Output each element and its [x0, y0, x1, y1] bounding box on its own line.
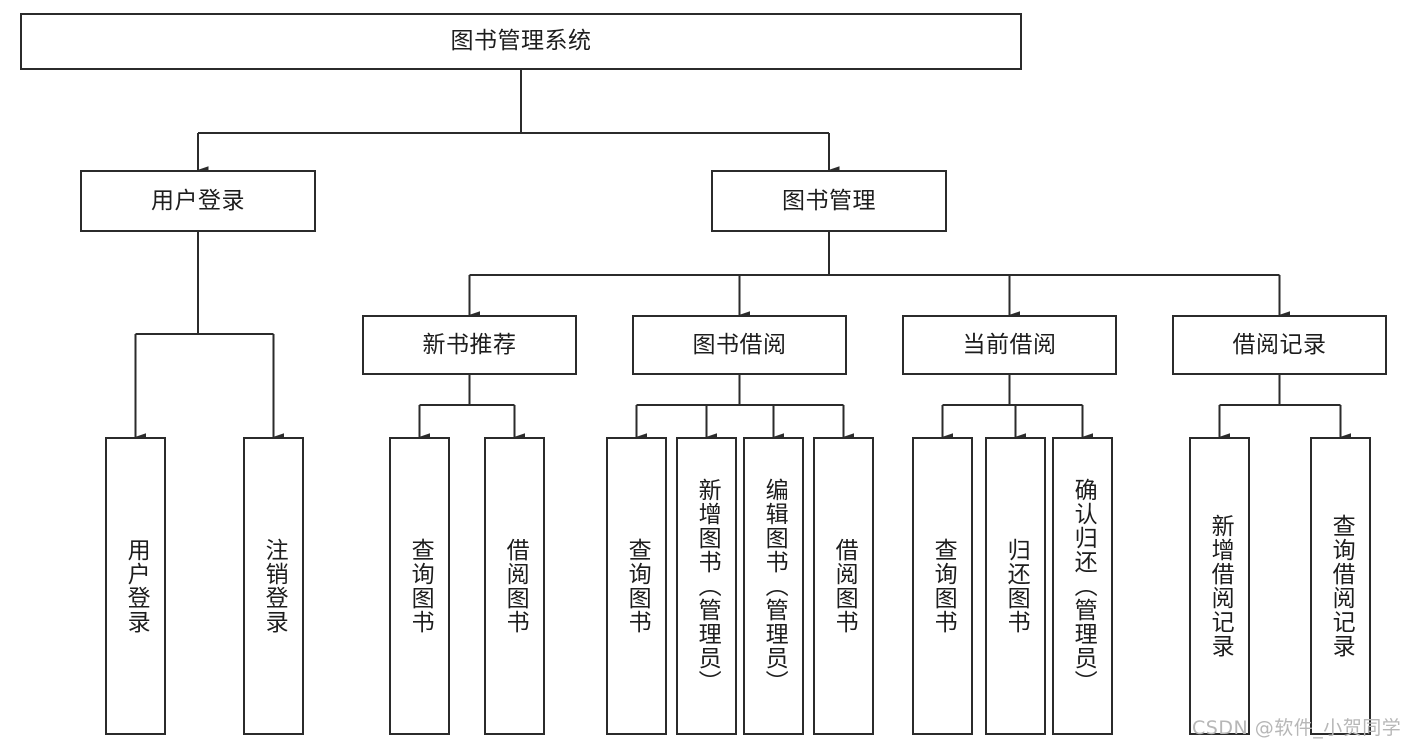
node-leaf-logout: 注销登录 — [243, 437, 304, 735]
node-label-new-book-rec: 新书推荐 — [422, 331, 517, 358]
node-label-leaf-borrow-book-rec: 借阅图书 — [502, 538, 529, 634]
node-leaf-query-record: 查询借阅记录 — [1310, 437, 1371, 735]
node-label-leaf-query-book-c: 查询图书 — [930, 538, 957, 634]
node-current-borrow: 当前借阅 — [902, 315, 1117, 375]
node-label-leaf-confirm-return: 确认归还（管理员） — [1070, 478, 1097, 694]
node-new-book-rec: 新书推荐 — [362, 315, 577, 375]
node-label-leaf-logout: 注销登录 — [261, 538, 288, 634]
node-book-manage: 图书管理 — [711, 170, 947, 232]
node-label-leaf-query-book-b: 查询图书 — [624, 538, 651, 634]
node-leaf-return-book: 归还图书 — [985, 437, 1046, 735]
node-leaf-user-login: 用户登录 — [105, 437, 166, 735]
node-leaf-confirm-return: 确认归还（管理员） — [1052, 437, 1113, 735]
node-label-book-manage: 图书管理 — [782, 187, 876, 214]
node-leaf-borrow-book-b: 借阅图书 — [813, 437, 874, 735]
node-leaf-add-record: 新增借阅记录 — [1189, 437, 1250, 735]
node-label-book-borrow: 图书借阅 — [692, 331, 787, 358]
node-label-current-borrow: 当前借阅 — [962, 331, 1057, 358]
node-leaf-query-book-rec: 查询图书 — [389, 437, 450, 735]
node-label-borrow-record: 借阅记录 — [1232, 331, 1327, 358]
node-leaf-query-book-c: 查询图书 — [912, 437, 973, 735]
node-label-leaf-edit-book: 编辑图书（管理员） — [761, 478, 788, 694]
node-label-leaf-add-record: 新增借阅记录 — [1207, 514, 1234, 658]
node-label-leaf-user-login: 用户登录 — [123, 538, 150, 634]
node-borrow-record: 借阅记录 — [1172, 315, 1387, 375]
node-leaf-borrow-book-rec: 借阅图书 — [484, 437, 545, 735]
node-book-borrow: 图书借阅 — [632, 315, 847, 375]
node-label-leaf-return-book: 归还图书 — [1003, 538, 1030, 634]
node-leaf-add-book: 新增图书（管理员） — [676, 437, 737, 735]
node-leaf-query-book-b: 查询图书 — [606, 437, 667, 735]
node-label-leaf-query-record: 查询借阅记录 — [1328, 514, 1355, 658]
node-label-leaf-query-book-rec: 查询图书 — [407, 538, 434, 634]
node-label-root: 图书管理系统 — [450, 28, 592, 55]
node-label-leaf-add-book: 新增图书（管理员） — [694, 478, 721, 694]
node-user-login: 用户登录 — [80, 170, 316, 232]
node-leaf-edit-book: 编辑图书（管理员） — [743, 437, 804, 735]
node-label-leaf-borrow-book-b: 借阅图书 — [831, 538, 858, 634]
node-root: 图书管理系统 — [20, 13, 1022, 70]
node-label-user-login: 用户登录 — [151, 187, 245, 214]
